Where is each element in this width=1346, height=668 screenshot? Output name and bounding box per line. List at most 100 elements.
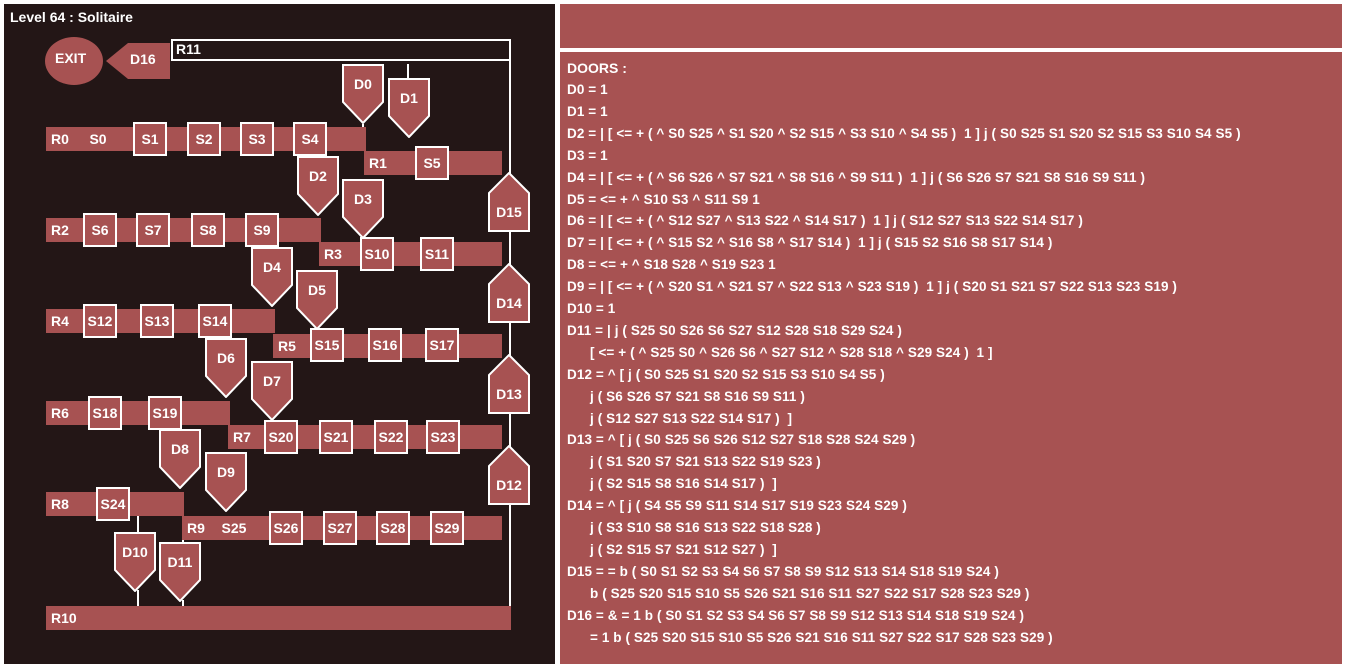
room-label: R3 <box>324 246 342 262</box>
wire <box>509 56 511 610</box>
room-label: R7 <box>233 429 251 445</box>
switch-S1[interactable]: S1 <box>133 122 167 156</box>
switch-S7[interactable]: S7 <box>136 213 170 247</box>
switch-S13[interactable]: S13 <box>140 304 174 338</box>
door-formula-line: j ( S2 S15 S8 S16 S14 S17 ) ] <box>590 476 777 492</box>
door-formula-line: D6 = | [ <= + ( ^ S12 S27 ^ S13 S22 ^ S1… <box>567 213 1083 229</box>
room-R6 <box>46 401 230 425</box>
switch-S20[interactable]: S20 <box>264 420 298 454</box>
door-formula-line: j ( S1 S20 S7 S21 S13 S22 S19 S23 ) <box>590 454 821 470</box>
room-label: R9 <box>187 520 205 536</box>
door-D14: D14 <box>488 263 530 323</box>
switch-S3[interactable]: S3 <box>240 122 274 156</box>
door-formula-line: D16 = & = 1 b ( S0 S1 S2 S3 S4 S6 S7 S8 … <box>567 607 1025 623</box>
door-formula-line: D2 = | [ <= + ( ^ S0 S25 ^ S1 S20 ^ S2 S… <box>567 125 1241 141</box>
door-D1: D1 <box>388 78 430 138</box>
switch-S0[interactable]: S0 <box>89 131 107 147</box>
switch-S17[interactable]: S17 <box>425 328 459 362</box>
door-D2: D2 <box>297 156 339 216</box>
room-label: R8 <box>51 496 69 512</box>
door-formula-line: [ <= + ( ^ S25 S0 ^ S26 S6 ^ S27 S12 ^ S… <box>590 344 993 360</box>
door-formula-line: j ( S6 S26 S7 S21 S8 S16 S9 S11 ) <box>590 388 805 404</box>
room-label: R5 <box>278 338 296 354</box>
switch-S25[interactable]: S25 <box>221 520 247 536</box>
room-label: R10 <box>51 610 77 626</box>
switch-S21[interactable]: S21 <box>319 420 353 454</box>
door-formula-line: D1 = 1 <box>567 103 608 119</box>
switch-S10[interactable]: S10 <box>360 237 394 271</box>
top-panel <box>560 4 1342 48</box>
door-formula-line: D15 = = b ( S0 S1 S2 S3 S4 S6 S7 S8 S9 S… <box>567 563 999 579</box>
door-formula-line: j ( S12 S27 S13 S22 S14 S17 ) ] <box>590 410 793 426</box>
door-D11: D11 <box>159 542 201 602</box>
door-D15: D15 <box>488 172 530 232</box>
room-R11 <box>171 39 511 61</box>
room-R10 <box>46 606 511 630</box>
switch-S5[interactable]: S5 <box>415 146 449 180</box>
door-D10: D10 <box>114 532 156 592</box>
switch-S18[interactable]: S18 <box>88 396 122 430</box>
room-label: R1 <box>369 155 387 171</box>
doors-heading: DOORS : <box>567 60 627 76</box>
door-D8: D8 <box>159 429 201 489</box>
door-formula-line: = 1 b ( S25 S20 S15 S10 S5 S26 S21 S16 S… <box>590 629 1053 645</box>
door-D9: D9 <box>205 452 247 512</box>
door-formula-line: D4 = | [ <= + ( ^ S6 S26 ^ S7 S21 ^ S8 S… <box>567 169 1146 185</box>
room-label: R6 <box>51 405 69 421</box>
switch-S4[interactable]: S4 <box>293 122 327 156</box>
door-formula-line: D12 = ^ [ j ( S0 S25 S1 S20 S2 S15 S3 S1… <box>567 366 885 382</box>
room-label: R11 <box>176 41 201 57</box>
door-formula-line: j ( S2 S15 S7 S21 S12 S27 ) ] <box>590 541 777 557</box>
door-D0: D0 <box>342 64 384 124</box>
door-formula-line: D5 = <= + ^ S10 S3 ^ S11 S9 1 <box>567 191 760 207</box>
exit-node <box>45 37 170 85</box>
switch-S9[interactable]: S9 <box>245 213 279 247</box>
wire <box>407 64 409 84</box>
switch-S16[interactable]: S16 <box>368 328 402 362</box>
door-D3: D3 <box>342 179 384 239</box>
switch-S8[interactable]: S8 <box>191 213 225 247</box>
switch-S24[interactable]: S24 <box>96 487 130 521</box>
switch-S2[interactable]: S2 <box>187 122 221 156</box>
door-D4: D4 <box>251 247 293 307</box>
door-formula-line: D13 = ^ [ j ( S0 S25 S6 S26 S12 S27 S18 … <box>567 432 916 448</box>
door-formula-line: j ( S3 S10 S8 S16 S13 S22 S18 S28 ) <box>590 520 821 535</box>
room-label: R4 <box>51 313 69 329</box>
level-title: Level 64 : Solitaire <box>10 9 133 25</box>
switch-S23[interactable]: S23 <box>426 420 460 454</box>
switch-S11[interactable]: S11 <box>420 237 454 271</box>
switch-S28[interactable]: S28 <box>376 511 410 545</box>
door-D12: D12 <box>488 445 530 505</box>
room-label: R2 <box>51 222 69 238</box>
door-formula-line: D7 = | [ <= + ( ^ S15 S2 ^ S16 S8 ^ S17 … <box>567 235 1053 251</box>
doors-panel: DOORS : D0 = 1 D1 = 1 D2 = | [ <= + ( ^ S0… <box>560 52 1342 664</box>
switch-S15[interactable]: S15 <box>310 328 344 362</box>
door-formula-line: D14 = ^ [ j ( S4 S5 S9 S11 S14 S17 S19 S… <box>567 498 907 514</box>
door-formula-line: D0 = 1 <box>567 82 608 97</box>
room-R3 <box>319 242 502 266</box>
wire <box>137 590 139 608</box>
switch-S12[interactable]: S12 <box>83 304 117 338</box>
door-formula-line: D11 = | j ( S25 S0 S26 S6 S27 S12 S28 S1… <box>567 322 902 338</box>
door-formula-line: D9 = | [ <= + ( ^ S20 S1 ^ S21 S7 ^ S22 … <box>567 279 1178 295</box>
switch-S26[interactable]: S26 <box>269 511 303 545</box>
door-D16-label: D16 <box>130 51 156 67</box>
door-formula-line: b ( S25 S20 S15 S10 S5 S26 S21 S16 S11 S… <box>590 585 1030 601</box>
door-formula-line: D3 = 1 <box>567 147 608 163</box>
door-formula-line: D10 = 1 <box>567 301 616 316</box>
switch-S6[interactable]: S6 <box>83 213 117 247</box>
door-D7: D7 <box>251 361 293 421</box>
switch-S29[interactable]: S29 <box>430 511 464 545</box>
door-D5: D5 <box>296 270 338 330</box>
switch-S22[interactable]: S22 <box>374 420 408 454</box>
door-formula-line: D8 = <= + ^ S18 S28 ^ S19 S23 1 <box>567 257 776 273</box>
room-label: R0 <box>51 131 69 147</box>
switch-S14[interactable]: S14 <box>198 304 232 338</box>
wire <box>182 600 184 608</box>
door-D13: D13 <box>488 354 530 414</box>
exit-label: EXIT <box>55 50 87 66</box>
door-D6: D6 <box>205 338 247 398</box>
switch-S19[interactable]: S19 <box>148 396 182 430</box>
switch-S27[interactable]: S27 <box>323 511 357 545</box>
game-board: Level 64 : Solitaire R11 R0 R1 R2 R3 R4 … <box>4 4 555 664</box>
